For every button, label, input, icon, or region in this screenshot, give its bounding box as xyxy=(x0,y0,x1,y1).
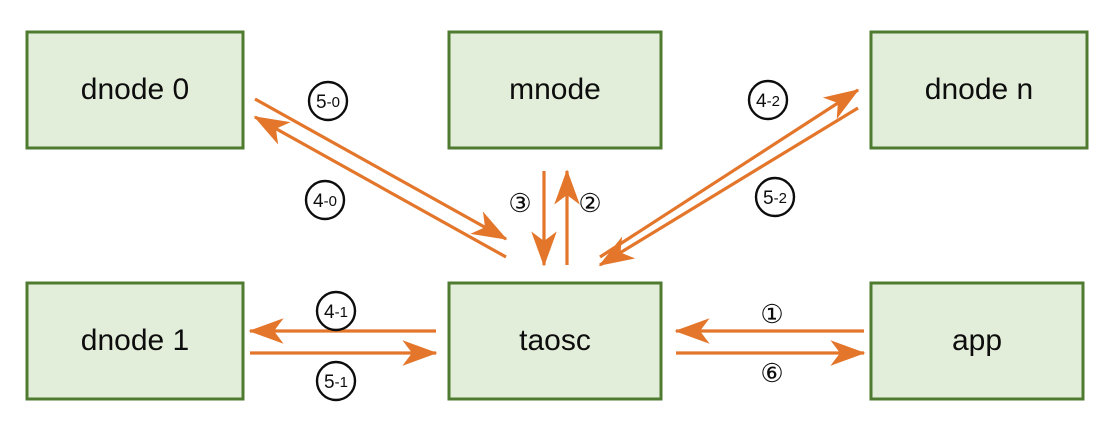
node-box-dnode0: dnode 0 xyxy=(25,30,245,150)
step-badge-circle xyxy=(747,79,789,121)
step-badge-e1: ① xyxy=(760,299,783,329)
step-badge-e3: ③ xyxy=(508,188,531,218)
step-badge-label: 5-1 xyxy=(324,372,348,393)
node-box-dnode1: dnode 1 xyxy=(25,281,245,401)
step-badge-e6: 5-0 xyxy=(307,80,349,122)
node-box-label: dnode 1 xyxy=(81,324,189,357)
step-badge-e4: ⑥ xyxy=(760,358,783,388)
node-boxes-layer: dnode 0 mnode dnode n dnode 1 taosc app xyxy=(25,30,1089,401)
step-badge-label: 4-0 xyxy=(313,191,337,212)
node-box-rect xyxy=(447,281,663,401)
step-badge-label: ① xyxy=(760,299,783,329)
step-badge-label: ③ xyxy=(508,188,531,218)
step-badge-circle xyxy=(304,179,346,221)
node-box-label: dnode n xyxy=(925,73,1033,106)
step-badge-e7: 4-1 xyxy=(315,290,357,332)
step-badge-circle xyxy=(754,176,796,218)
node-box-label: dnode 0 xyxy=(81,73,189,106)
connector-lines-layer xyxy=(248,88,866,366)
connector-e10 xyxy=(598,106,859,267)
step-badge-circle xyxy=(315,360,357,402)
node-box-rect xyxy=(869,30,1089,150)
connector-e6 xyxy=(254,97,508,241)
node-box-label: app xyxy=(952,324,1002,357)
node-box-rect xyxy=(25,30,245,150)
step-badge-e5: 4-0 xyxy=(304,179,346,221)
step-badge-circle xyxy=(307,80,349,122)
node-box-label: taosc xyxy=(519,324,591,357)
step-badge-circle xyxy=(315,290,357,332)
step-badges-layer: ① ② ③ ⑥ 4-0 5-0 4-1 5-1 4-2 5-2 xyxy=(304,79,796,402)
step-badge-label: 5-2 xyxy=(763,188,787,209)
step-badge-label: 4-2 xyxy=(756,91,780,112)
node-box-mnode: mnode xyxy=(447,30,663,150)
step-badge-e9: 4-2 xyxy=(747,79,789,121)
step-badge-label: 4-1 xyxy=(324,302,348,323)
node-box-rect xyxy=(869,281,1085,401)
step-badge-e10: 5-2 xyxy=(754,176,796,218)
node-box-rect xyxy=(25,281,245,401)
step-badge-label: ② xyxy=(578,188,601,218)
connector-e5 xyxy=(253,115,507,259)
step-badge-label: ⑥ xyxy=(760,358,783,388)
node-box-label: mnode xyxy=(509,73,601,106)
connector-e9 xyxy=(599,88,860,259)
step-badge-e8: 5-1 xyxy=(315,360,357,402)
node-box-taosc: taosc xyxy=(447,281,663,401)
step-badge-e2: ② xyxy=(578,188,601,218)
node-box-app: app xyxy=(869,281,1085,401)
node-box-dnoden: dnode n xyxy=(869,30,1089,150)
step-badge-label: 5-0 xyxy=(316,92,340,113)
node-box-rect xyxy=(447,30,663,150)
